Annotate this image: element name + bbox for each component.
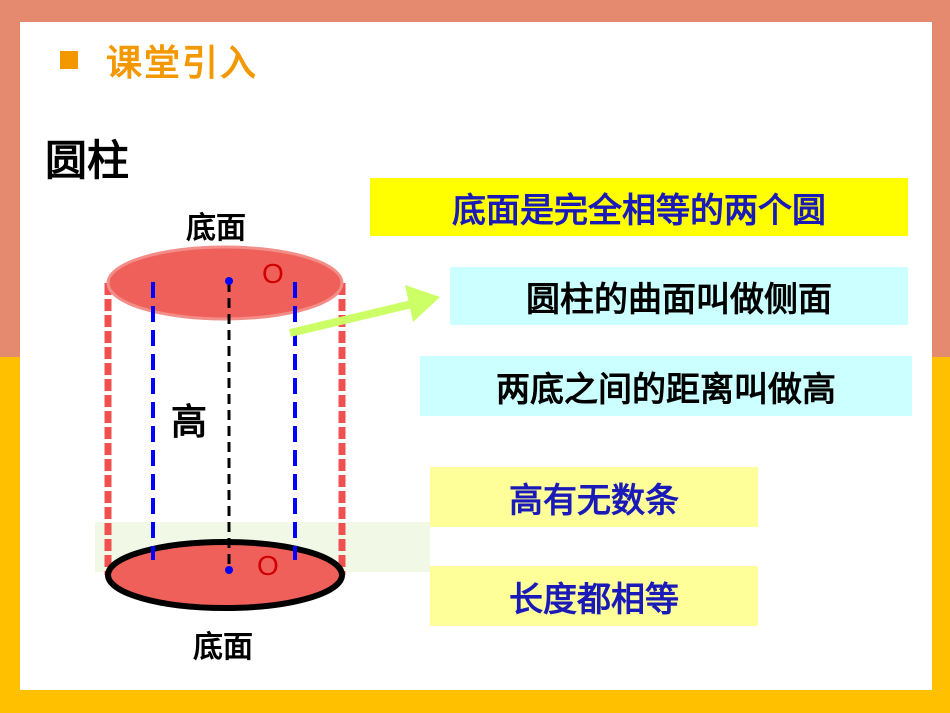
fact-height-definition: 两底之间的距离叫做高: [420, 356, 912, 416]
section-title: 课堂引入: [106, 43, 259, 84]
arrow-head: [405, 285, 440, 322]
bottom-center-label: O: [257, 550, 279, 581]
page-title: 圆柱: [45, 136, 130, 185]
top-center-dot: [225, 277, 233, 285]
top-base-label: 底面: [186, 211, 246, 246]
fact-equal-lengths: 长度都相等: [430, 566, 758, 626]
bottom-base-label: 底面: [193, 630, 253, 665]
top-base: [106, 245, 344, 321]
section-header: 课堂引入: [60, 30, 258, 90]
top-center-label: O: [262, 258, 284, 289]
fact-bases-equal: 底面是完全相等的两个圆: [370, 178, 908, 236]
bottom-base: [105, 539, 345, 611]
fact-lateral-surface: 圆柱的曲面叫做侧面: [450, 267, 908, 325]
fact-infinite-heights: 高有无数条: [430, 467, 758, 527]
bottom-center-dot: [225, 566, 233, 574]
height-label: 高: [171, 402, 208, 443]
square-bullet-icon: [60, 51, 78, 69]
arrow-shaft: [289, 300, 413, 337]
